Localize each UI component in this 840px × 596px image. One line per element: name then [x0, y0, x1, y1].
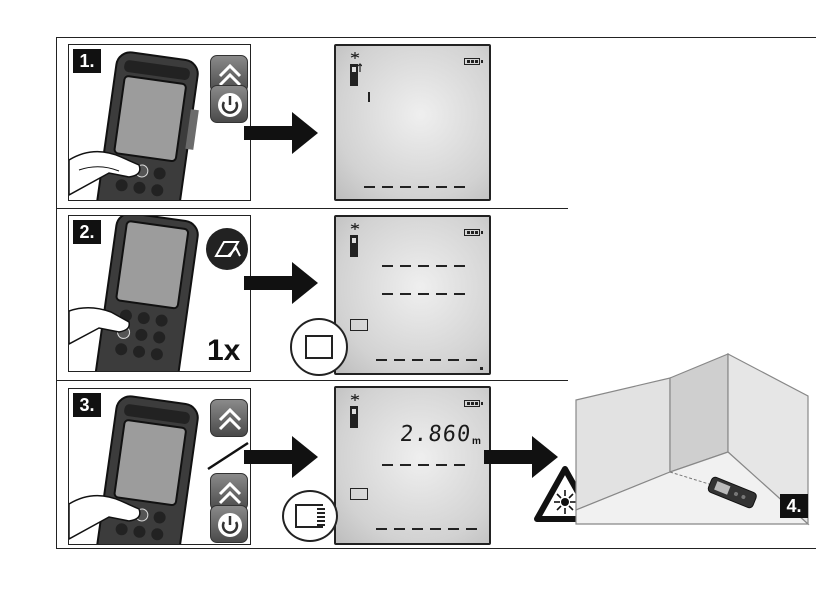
power-button-icon — [210, 85, 248, 123]
step-3-device-panel: 3. — [68, 388, 251, 545]
step-number: 1. — [73, 49, 101, 73]
step-4-number: 4. — [780, 494, 808, 518]
value-line-2 — [382, 293, 465, 295]
step-number: 3. — [73, 393, 101, 417]
area-mode-icon — [206, 228, 248, 270]
cursor-mark — [480, 367, 483, 370]
bottom-rule — [56, 548, 816, 549]
top-rule — [56, 37, 816, 38]
power-button-icon — [210, 505, 248, 543]
area-measure-zoom-icon — [282, 490, 338, 542]
step-number: 2. — [73, 220, 101, 244]
result-line — [376, 528, 477, 530]
press-count: 1x — [207, 334, 240, 368]
result-line — [364, 186, 465, 188]
left-rule — [56, 37, 57, 549]
reference-level-icon — [348, 50, 362, 90]
reference-level-icon — [348, 392, 362, 432]
value-line-2 — [382, 464, 465, 466]
battery-icon — [464, 58, 480, 65]
reference-level-icon — [348, 221, 362, 261]
arrow-right-icon — [244, 258, 320, 308]
arrow-right-icon — [244, 108, 320, 158]
lcd-display-step-2 — [334, 215, 491, 375]
lcd-display-step-1 — [334, 44, 491, 201]
measurement-reading: 2.860 — [399, 422, 473, 447]
battery-icon — [464, 229, 480, 236]
area-indicator-icon — [350, 319, 368, 331]
divider-2 — [56, 380, 568, 381]
step-2-device-panel: 2. 1x — [68, 215, 251, 372]
arrow-right-icon — [244, 432, 320, 482]
step-1-device-panel: 1. — [68, 44, 251, 201]
result-line — [376, 359, 477, 361]
battery-icon — [464, 400, 480, 407]
divider-1 — [56, 208, 568, 209]
cursor-mark — [368, 92, 370, 102]
area-mode-zoom-icon — [290, 318, 348, 376]
lcd-display-step-3: 2.860 m — [334, 386, 491, 545]
measurement-unit: m — [472, 436, 481, 447]
area-indicator-icon — [350, 488, 368, 500]
measure-button-up-icon — [210, 399, 248, 437]
value-line-1 — [382, 265, 465, 267]
